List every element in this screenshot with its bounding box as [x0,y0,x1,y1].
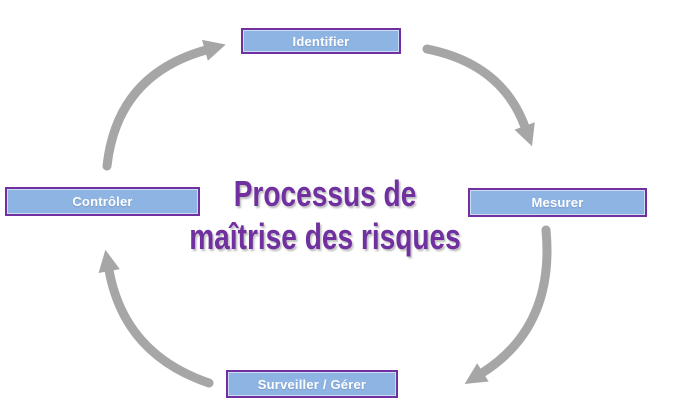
node-surveiller-gerer-label: Surveiller / Gérer [257,376,367,392]
diagram-title-line1: Processus de [233,173,417,214]
node-surveiller-gerer: Surveiller / Gérer [226,370,398,398]
arrow-identifier-to-mesurer-icon [422,44,535,147]
arrow-controler-to-identifier-icon [102,39,226,171]
diagram-title-line2: maîtrise des risques [189,216,461,257]
node-mesurer: Mesurer [468,188,647,217]
diagram-title: Processus de maîtrise des risques [125,172,525,258]
node-controler: Contrôler [5,187,200,216]
arrow-surveiller-to-controler-icon [98,249,214,388]
node-identifier: Identifier [241,28,401,54]
node-mesurer-label: Mesurer [531,195,584,210]
node-identifier-label: Identifier [292,33,350,49]
node-controler-label: Contrôler [72,194,133,209]
